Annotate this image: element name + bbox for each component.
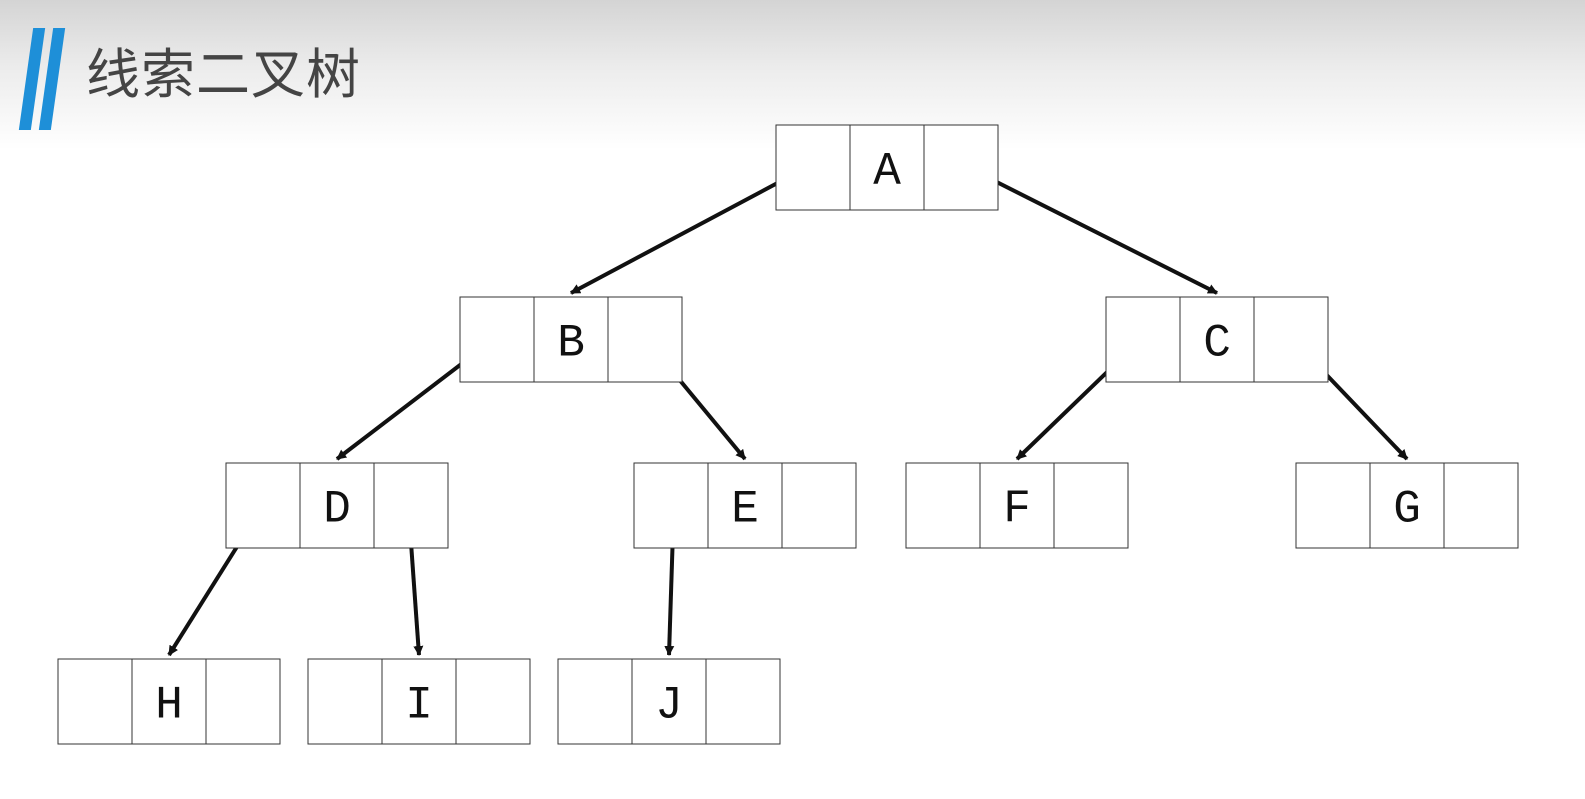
node-label-e: E <box>731 484 759 536</box>
node-i-left-pointer-cell <box>307 658 383 745</box>
edges-layer <box>167 160 1409 657</box>
tree-node-g: G <box>1295 462 1519 549</box>
tree-node-j: J <box>557 658 781 745</box>
node-g-data-cell <box>1369 462 1445 549</box>
node-i-data-cell <box>381 658 457 745</box>
tree-node-a: A <box>775 124 999 211</box>
node-label-b: B <box>557 318 585 370</box>
node-j-right-pointer-cell <box>705 658 781 745</box>
page-title: 线索二叉树 <box>86 43 361 106</box>
node-d-data-cell <box>299 462 375 549</box>
node-c-left-pointer-cell <box>1105 296 1181 383</box>
nodes-layer: A B C D E F G H I J <box>57 124 1519 745</box>
tree-node-c: C <box>1105 296 1329 383</box>
tree-node-h: H <box>57 658 281 745</box>
node-e-right-pointer-cell <box>781 462 857 549</box>
node-h-data-cell <box>131 658 207 745</box>
edge-a-to-c <box>957 160 1218 295</box>
node-c-right-pointer-cell <box>1253 296 1329 383</box>
node-d-left-pointer-cell <box>225 462 301 549</box>
node-c-data-cell <box>1179 296 1255 383</box>
node-label-h: H <box>155 680 183 732</box>
node-e-data-cell <box>707 462 783 549</box>
node-b-left-pointer-cell <box>459 296 535 383</box>
node-h-right-pointer-cell <box>205 658 281 745</box>
node-h-left-pointer-cell <box>57 658 133 745</box>
tree-node-e: E <box>633 462 857 549</box>
node-label-f: F <box>1003 484 1031 536</box>
node-f-left-pointer-cell <box>905 462 981 549</box>
tree-node-b: B <box>459 296 683 383</box>
node-b-right-pointer-cell <box>607 296 683 383</box>
node-j-data-cell <box>631 658 707 745</box>
node-d-right-pointer-cell <box>373 462 449 549</box>
tree-node-d: D <box>225 462 449 549</box>
node-label-i: I <box>405 680 433 732</box>
node-label-d: D <box>323 484 351 536</box>
node-label-a: A <box>873 146 901 198</box>
node-f-right-pointer-cell <box>1053 462 1129 549</box>
node-g-left-pointer-cell <box>1295 462 1371 549</box>
tree-node-f: F <box>905 462 1129 549</box>
edge-a-to-b <box>570 160 817 295</box>
node-a-data-cell <box>849 124 925 211</box>
node-label-c: C <box>1203 318 1231 370</box>
node-label-j: J <box>655 680 683 732</box>
node-a-left-pointer-cell <box>775 124 851 211</box>
tree-node-i: I <box>307 658 531 745</box>
node-f-data-cell <box>979 462 1055 549</box>
node-e-left-pointer-cell <box>633 462 709 549</box>
node-g-right-pointer-cell <box>1443 462 1519 549</box>
node-label-g: G <box>1393 484 1421 536</box>
node-a-right-pointer-cell <box>923 124 999 211</box>
node-i-right-pointer-cell <box>455 658 531 745</box>
node-j-left-pointer-cell <box>557 658 633 745</box>
